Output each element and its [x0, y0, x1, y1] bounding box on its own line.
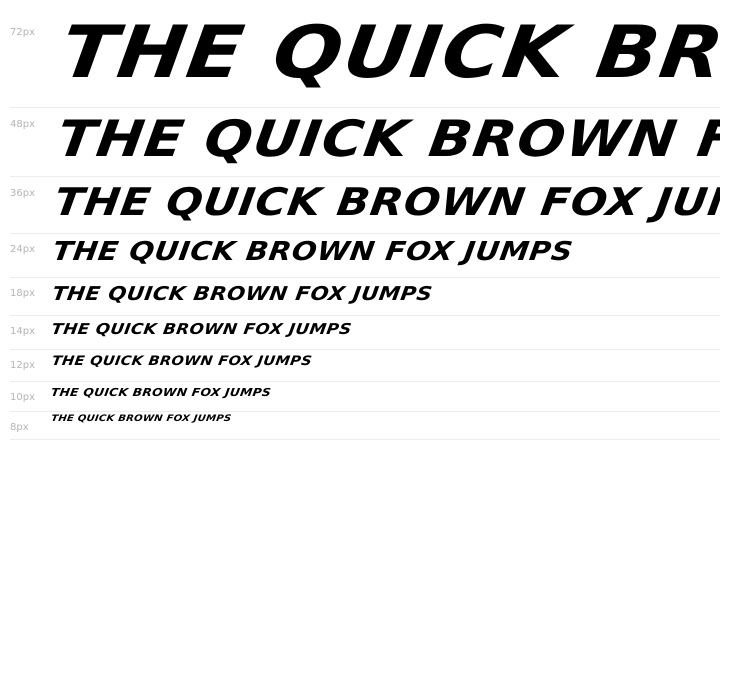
specimen-row-10: 10px THE QUICK BROWN FOX JUMPS [10, 382, 720, 412]
size-label: 14px [10, 326, 35, 337]
sample-text: THE QUICK BROWN FOX JUMPS [50, 283, 434, 305]
size-label: 8px [10, 422, 29, 433]
size-label: 36px [10, 188, 35, 199]
size-label: 72px [10, 27, 35, 38]
sample-text: THE QUICK BROWN FOX JUMPS [50, 237, 575, 267]
sample-text: THE QUICK BROWN FOX JUMPS [55, 10, 720, 94]
specimen-row-72: 72px THE QUICK BROWN FOX JUMPS [10, 0, 720, 108]
font-specimen: 72px THE QUICK BROWN FOX JUMPS 48px THE … [10, 0, 720, 440]
specimen-row-14: 14px THE QUICK BROWN FOX JUMPS [10, 316, 720, 350]
sample-text: THE QUICK BROWN FOX JUMPS [50, 414, 232, 424]
specimen-row-24: 24px THE QUICK BROWN FOX JUMPS [10, 234, 720, 278]
size-label: 18px [10, 288, 35, 299]
sample-text: THE QUICK BROWN FOX JUMPS [50, 386, 272, 399]
size-label: 10px [10, 392, 35, 403]
specimen-row-36: 36px THE QUICK BROWN FOX JUMPS [10, 177, 720, 234]
size-label: 24px [10, 244, 35, 255]
sample-text: THE QUICK BROWN FOX JUMPS [50, 354, 313, 369]
sample-text: THE QUICK BROWN FOX JUMPS [53, 110, 720, 168]
specimen-row-8: 8px THE QUICK BROWN FOX JUMPS [10, 412, 720, 440]
sample-text: THE QUICK BROWN FOX JUMPS [51, 180, 720, 224]
specimen-row-18: 18px THE QUICK BROWN FOX JUMPS [10, 278, 720, 316]
sample-text: THE QUICK BROWN FOX JUMPS [50, 320, 353, 338]
size-label: 12px [10, 360, 35, 371]
specimen-row-12: 12px THE QUICK BROWN FOX JUMPS [10, 350, 720, 382]
specimen-row-48: 48px THE QUICK BROWN FOX JUMPS [10, 108, 720, 177]
size-label: 48px [10, 119, 35, 130]
